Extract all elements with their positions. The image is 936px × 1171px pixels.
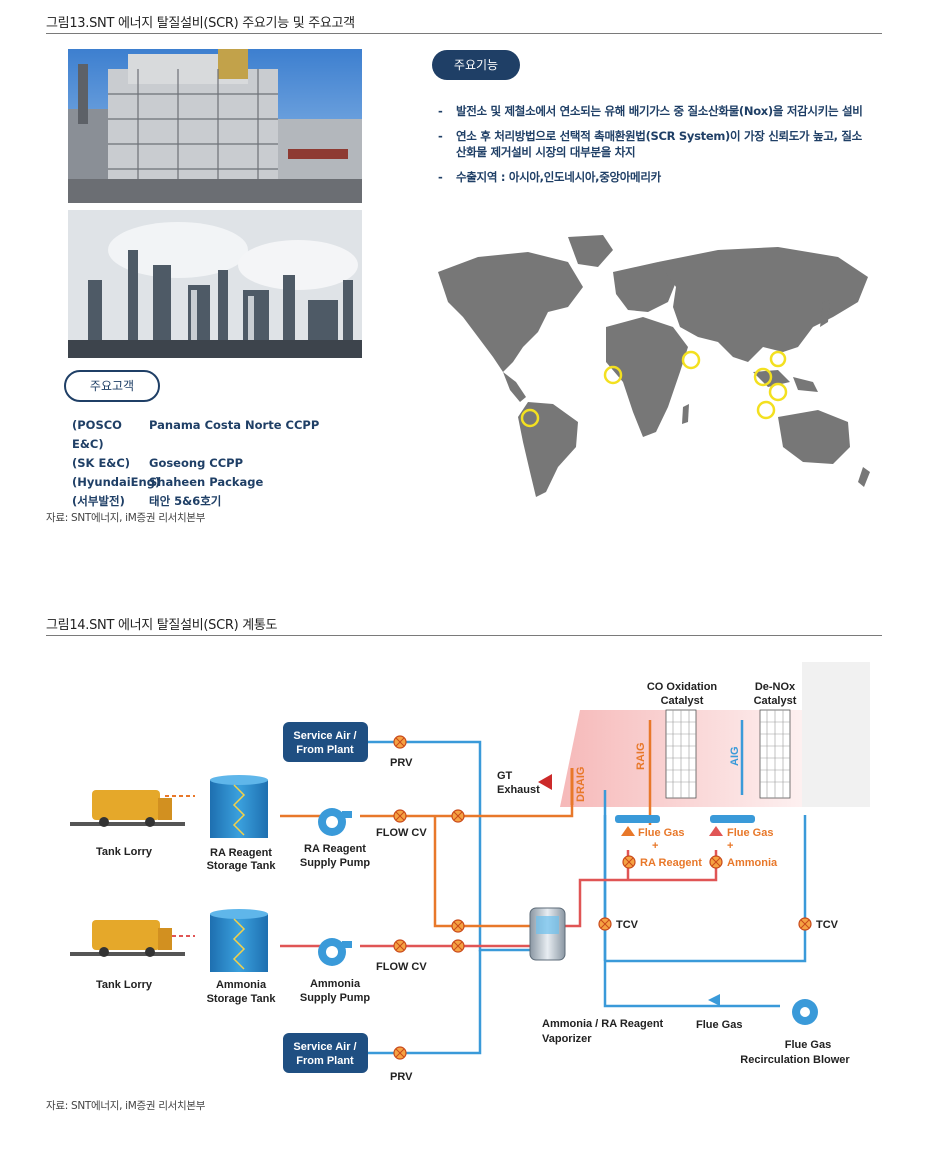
tcv-left-label: TCV xyxy=(616,919,639,931)
ra-tank-label-2: Storage Tank xyxy=(207,860,277,872)
figure-13-rule xyxy=(46,33,882,34)
refinery-photo xyxy=(68,210,362,358)
customer-project: 태안 5&6호기 xyxy=(149,494,222,508)
flue-gas-amm-label: Flue Gas xyxy=(727,827,773,839)
customer-project: Panama Costa Norte CCPP xyxy=(149,418,320,432)
tank-lorry-top-icon xyxy=(70,790,185,827)
customer-project: Shaheen Package xyxy=(149,475,264,489)
figure-13-title: 그림13.SNT 에너지 탈질설비(SCR) 주요기능 및 주요고객 xyxy=(46,16,355,31)
bullet-item: 발전소 및 제철소에서 연소되는 유해 배기가스 중 질소산화물(Nox)을 저… xyxy=(438,103,868,119)
figure-14-rule xyxy=(46,635,882,636)
ra-pump-icon xyxy=(318,808,352,836)
denox-catalyst-label-2: Catalyst xyxy=(754,695,797,707)
gt-label-2: Exhaust xyxy=(497,784,540,796)
plant-photo-top xyxy=(68,49,362,203)
plus-ra: + xyxy=(652,840,658,852)
customer-row: (서부발전) 태안 5&6호기 xyxy=(72,492,319,511)
ra-storage-tank-icon xyxy=(210,775,268,838)
function-bullets: 발전소 및 제철소에서 연소되는 유해 배기가스 중 질소산화물(Nox)을 저… xyxy=(438,103,868,194)
ra-pump-label-2: Supply Pump xyxy=(300,857,371,869)
ra-pump-label-1: RA Reagent xyxy=(304,843,366,855)
figure-13-source: 자료: SNT에너지, iM증권 리서치본부 xyxy=(46,512,206,524)
functions-pill: 주요기능 xyxy=(432,50,520,80)
customer-company: (POSCO E&C) xyxy=(72,418,122,451)
gt-label-1: GT xyxy=(497,770,513,782)
customer-project: Goseong CCPP xyxy=(149,456,244,470)
amm-pump-label-1: Ammonia xyxy=(310,978,361,990)
customer-list: (POSCO E&C) Panama Costa Norte CCPP (SK E… xyxy=(72,416,319,511)
customer-company: (SK E&C) xyxy=(72,456,131,470)
figure-14-source: 자료: SNT에너지, iM증권 리서치본부 xyxy=(46,1100,206,1112)
ra-tank-label-1: RA Reagent xyxy=(210,847,272,859)
flow-cv-bottom-label: FLOW CV xyxy=(376,961,427,973)
amm-tank-label-1: Ammonia xyxy=(216,979,267,991)
service-air-top-1: Service Air / xyxy=(293,730,356,742)
customer-row: (POSCO E&C) Panama Costa Norte CCPP xyxy=(72,416,319,454)
amm-tank-label-2: Storage Tank xyxy=(207,993,277,1005)
service-air-bottom-1: Service Air / xyxy=(293,1041,356,1053)
world-map xyxy=(418,232,873,502)
raig-label: RAIG xyxy=(635,743,647,771)
tank-lorry-bottom-label: Tank Lorry xyxy=(96,979,153,991)
vaporizer-icon xyxy=(529,907,566,961)
plus-amm: + xyxy=(727,840,733,852)
service-air-top-2: From Plant xyxy=(296,744,354,756)
denox-catalyst-label-1: De-NOx xyxy=(755,681,796,693)
customer-row: (SK E&C) Goseong CCPP xyxy=(72,454,319,473)
aig-label: AIG xyxy=(729,746,741,766)
tank-lorry-top-label: Tank Lorry xyxy=(96,846,153,858)
vaporizer-label-2: Vaporizer xyxy=(542,1033,592,1045)
bullet-item: 수출지역 : 아시아,인도네시아,중앙아메리카 xyxy=(438,169,868,185)
flue-gas-ra-label: Flue Gas xyxy=(638,827,684,839)
vaporizer-label-1: Ammonia / RA Reagent xyxy=(542,1018,664,1030)
customers-pill: 주요고객 xyxy=(64,370,160,402)
tank-lorry-bottom-icon xyxy=(70,920,185,957)
valve-icons xyxy=(393,735,812,1060)
co-catalyst-label-2: Catalyst xyxy=(661,695,704,707)
blower-label-1: Flue Gas xyxy=(785,1039,831,1051)
blower-label-2: Recirculation Blower xyxy=(740,1054,850,1066)
tcv-right-label: TCV xyxy=(816,919,839,931)
prv-bottom-label: PRV xyxy=(390,1071,413,1083)
bullet-item: 연소 후 처리방법으로 선택적 촉매환원법(SCR System)이 가장 신뢰… xyxy=(438,128,868,160)
figure-14-title: 그림14.SNT 에너지 탈질설비(SCR) 계통도 xyxy=(46,618,278,633)
prv-top-label: PRV xyxy=(390,757,413,769)
recirculation-blower-icon xyxy=(792,999,818,1025)
ra-reagent-label: RA Reagent xyxy=(640,857,702,869)
customer-company: (HyundaiEng) xyxy=(72,475,161,489)
ammonia-storage-tank-icon xyxy=(210,909,268,972)
customer-row: (HyundaiEng)Shaheen Package xyxy=(72,473,319,492)
co-catalyst-label-1: CO Oxidation xyxy=(647,681,718,693)
ammonia-label: Ammonia xyxy=(727,857,778,869)
flow-cv-top-label: FLOW CV xyxy=(376,827,427,839)
draig-label: DRAIG xyxy=(575,767,587,802)
flue-gas-return-label: Flue Gas xyxy=(696,1019,742,1031)
ammonia-pump-icon xyxy=(318,938,352,966)
scr-flow-diagram: CO Oxidation Catalyst De-NOx Catalyst DR… xyxy=(60,650,880,1090)
customer-company: (서부발전) xyxy=(72,494,125,508)
amm-pump-label-2: Supply Pump xyxy=(300,992,371,1004)
service-air-bottom-2: From Plant xyxy=(296,1055,354,1067)
